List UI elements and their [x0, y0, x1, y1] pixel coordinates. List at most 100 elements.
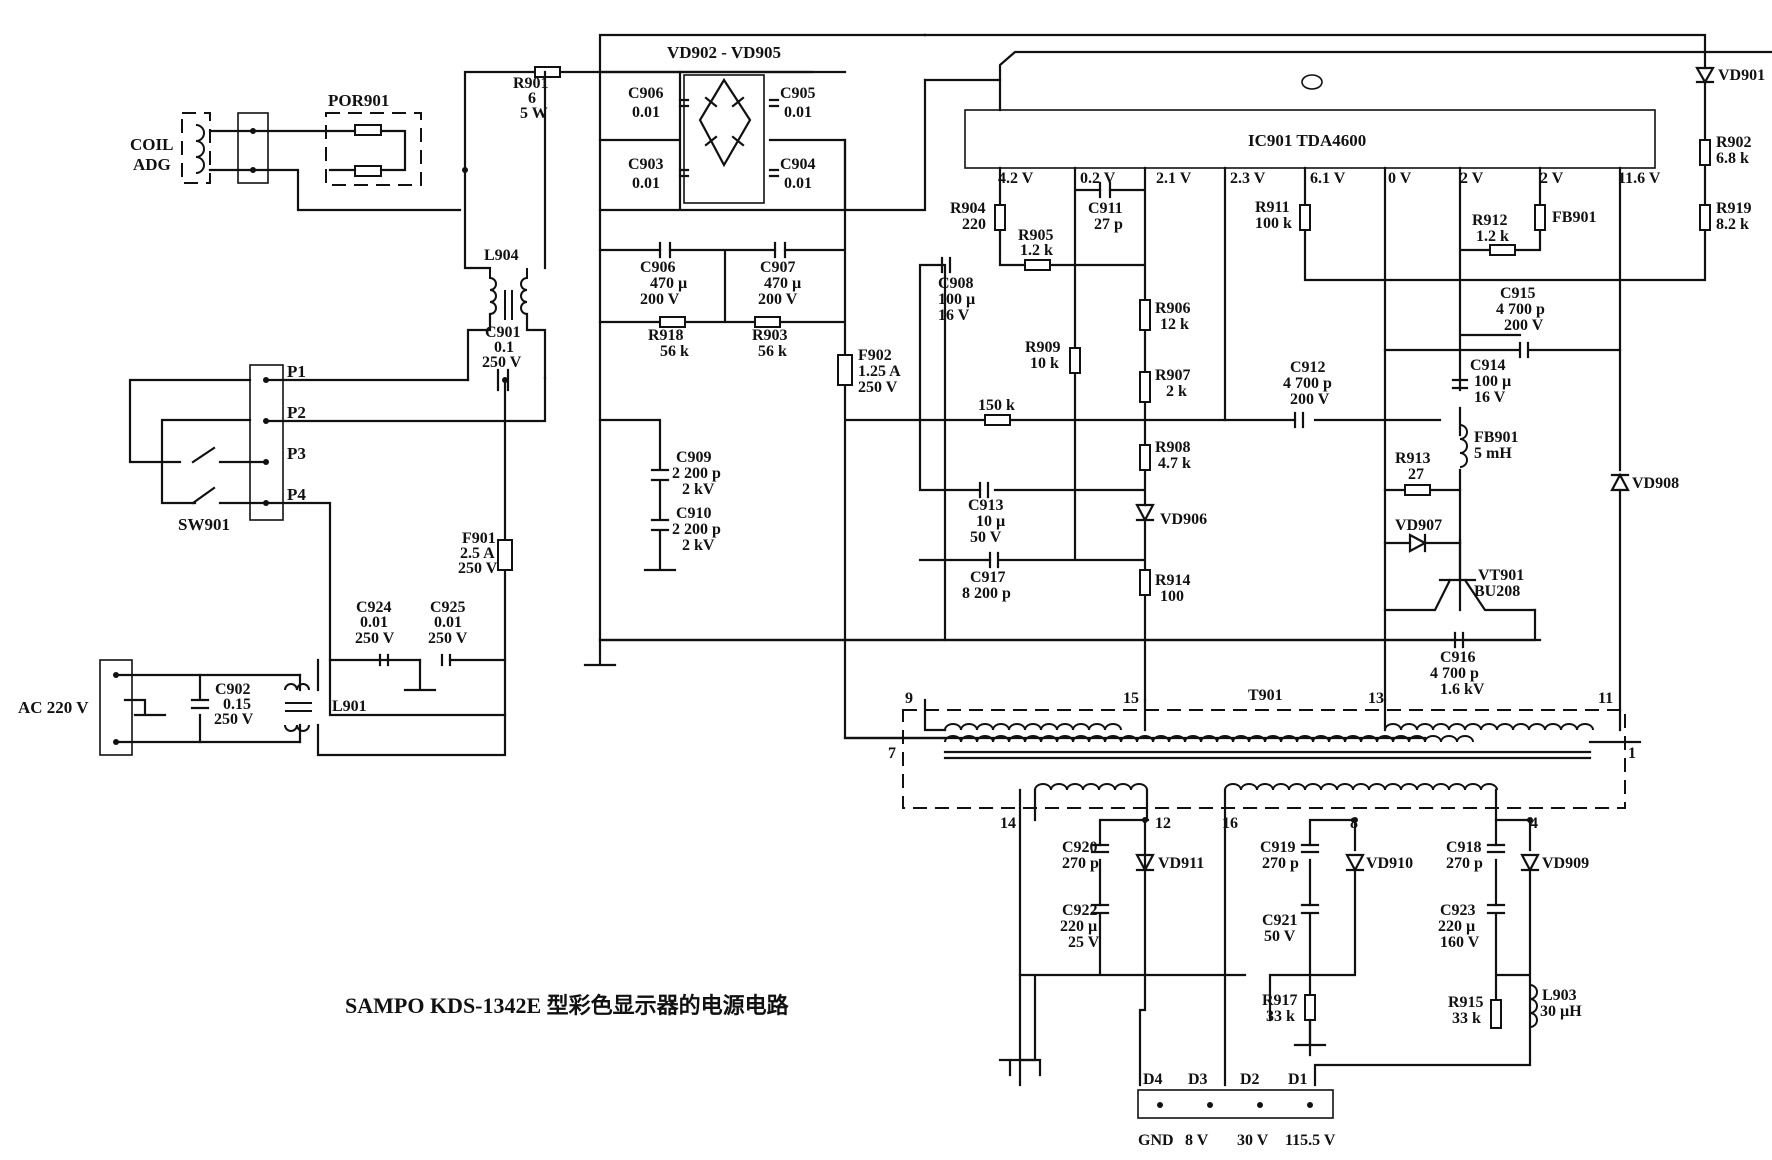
c919-c921 [1300, 843, 1320, 915]
c914-voltage: 16 V [1474, 389, 1506, 406]
c915-voltage: 200 V [1504, 317, 1544, 334]
vd906-diode [1135, 503, 1155, 523]
ground [403, 658, 437, 692]
bridge-label: VD902 - VD905 [667, 43, 781, 62]
fb901-choke [1459, 424, 1468, 468]
c914-value: 100 µ [1474, 373, 1511, 390]
c910-label: C910 [676, 505, 712, 522]
c908-voltage: 16 V [938, 307, 970, 324]
t901-pin: 4 [1530, 815, 1538, 832]
r917-resistor [1304, 994, 1316, 1021]
c919-value: 270 p [1262, 855, 1299, 872]
p2-label: P2 [287, 403, 306, 422]
r907-value: 2 k [1166, 383, 1187, 400]
wire [1383, 488, 1462, 545]
ic-pin-voltage: 11.6 V [1618, 170, 1661, 187]
c924-value: 0.01 [360, 614, 388, 631]
vd901-diode [1695, 66, 1715, 85]
c902-capacitor [190, 673, 210, 744]
r909-value: 10 k [1030, 355, 1059, 372]
c918-value: 270 p [1446, 855, 1483, 872]
ic-pin-voltage: 0.2 V [1080, 170, 1116, 187]
ac-input-connector [99, 659, 133, 756]
output-voltage-label: GND [1138, 1132, 1174, 1149]
output-voltage-label: 30 V [1237, 1132, 1269, 1149]
posistor-por901: POR901 [251, 91, 462, 212]
c921-label: C921 [1262, 912, 1298, 929]
c907-voltage: 200 V [758, 291, 798, 308]
r918-resistor [659, 316, 686, 328]
r913-resistor [1404, 484, 1431, 496]
r903-value: 56 k [758, 343, 787, 360]
r917-value: 33 k [1266, 1008, 1295, 1025]
c914-label: C914 [1470, 357, 1506, 374]
c911-capacitor [1098, 181, 1112, 199]
ground [583, 638, 617, 667]
r905-label: R905 [1018, 227, 1054, 244]
degauss-coil-connector: COIL ADG [130, 112, 269, 184]
c922-voltage: 25 V [1068, 934, 1100, 951]
connector-pin [1157, 1102, 1163, 1108]
r915-resistor [1490, 999, 1502, 1029]
c924-c925-caps [378, 653, 452, 667]
c902-value: 0.15 [223, 696, 251, 713]
connector-pin-label: D3 [1188, 1071, 1208, 1088]
c924-voltage: 250 V [355, 630, 395, 647]
wire [598, 70, 927, 212]
r901-resistor [534, 66, 561, 78]
c925-label: C925 [430, 599, 466, 616]
vd909-label: VD909 [1542, 855, 1589, 872]
r919-label: R919 [1716, 200, 1752, 217]
f901-rating: 2.5 A [460, 545, 495, 562]
l903-label: L903 [1542, 987, 1577, 1004]
c902-label: C902 [215, 681, 251, 698]
r904-label: R904 [950, 200, 986, 217]
t901-core [943, 750, 1592, 760]
r911-value: 100 k [1255, 215, 1292, 232]
c901-voltage: 250 V [482, 354, 522, 371]
r909-resistor [1069, 347, 1081, 374]
r911-label: R911 [1255, 199, 1290, 216]
vd906-label: VD906 [1160, 511, 1207, 528]
c920-label: C920 [1062, 839, 1098, 856]
r912-value: 1.2 k [1476, 228, 1509, 245]
wire [463, 70, 547, 270]
f902-voltage: 250 V [858, 379, 898, 396]
t901-pin: 9 [905, 690, 913, 707]
ic-pin-voltage: 4.2 V [998, 170, 1034, 187]
r902-resistor [1699, 139, 1711, 166]
t901-pin: 13 [1368, 690, 1384, 707]
r904-resistor [994, 204, 1006, 231]
r150k-label: 150 k [978, 397, 1015, 414]
wire [843, 353, 1442, 740]
c906a-label: C906 [628, 85, 664, 102]
vd911-diode [1135, 853, 1155, 873]
ac-label: AC 220 V [18, 698, 89, 717]
r908-value: 4.7 k [1158, 455, 1191, 472]
filter-caps [658, 241, 787, 259]
c912-label: C912 [1290, 359, 1326, 376]
t901-label: T901 [1248, 687, 1283, 704]
c903-label: C903 [628, 156, 664, 173]
r908-label: R908 [1155, 439, 1191, 456]
c907-label: C907 [760, 259, 796, 276]
c918-c923 [1486, 843, 1506, 915]
vd908-diode [1610, 472, 1630, 492]
r907-label: R907 [1155, 367, 1191, 384]
c916-voltage: 1.6 kV [1440, 681, 1485, 698]
output-voltage-label: 115.5 V [1285, 1132, 1336, 1149]
r913-label: R913 [1395, 450, 1431, 467]
vd908-label: VD908 [1632, 475, 1679, 492]
r906-resistor [1139, 299, 1151, 331]
r915-label: R915 [1448, 994, 1484, 1011]
vd909-diode [1520, 853, 1540, 873]
r907-potentiometer [1139, 371, 1151, 403]
c906b-value: 470 µ [650, 275, 687, 292]
c913-capacitor [978, 481, 990, 499]
r918-label: R918 [648, 327, 684, 344]
p3-label: P3 [287, 444, 306, 463]
c904-label: C904 [780, 156, 816, 173]
r911-resistor [1299, 204, 1311, 231]
t901-pin: 1 [1628, 745, 1636, 762]
t901-pin: 12 [1155, 815, 1171, 832]
